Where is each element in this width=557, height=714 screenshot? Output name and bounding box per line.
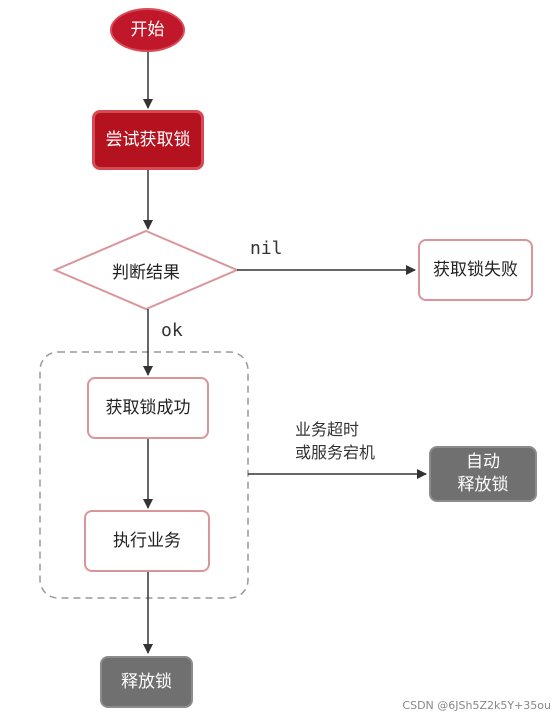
judge-label: 判断结果 (112, 262, 180, 283)
auto-release-label-line1: 自动 (466, 452, 500, 472)
decision-diamond (52, 229, 240, 311)
dashed-group-boundary (39, 351, 249, 599)
start-node: 开始 (110, 8, 185, 52)
watermark-text: CSDN @6JSh5Z2k5Y+35ou (402, 699, 551, 712)
ok-edge-label: ok (161, 320, 183, 341)
nil-edge-label: nil (250, 238, 283, 259)
try-lock-node: 尝试获取锁 (92, 110, 204, 170)
try-lock-label: 尝试获取锁 (105, 130, 191, 150)
fail-node: 获取锁失败 (418, 239, 533, 301)
timeout-label-line1: 业务超时 (295, 420, 360, 439)
release-node: 释放锁 (100, 656, 193, 708)
success-label: 获取锁成功 (105, 398, 191, 418)
timeout-edge-label: 业务超时 或服务宕机 (295, 418, 415, 464)
execute-label: 执行业务 (113, 531, 181, 551)
start-label: 开始 (130, 20, 165, 40)
timeout-label-line2: 或服务宕机 (295, 443, 376, 462)
fail-label: 获取锁失败 (433, 260, 518, 280)
release-label: 释放锁 (121, 672, 172, 692)
execute-node: 执行业务 (84, 510, 210, 572)
auto-release-node: 自动 释放锁 (429, 446, 537, 502)
success-node: 获取锁成功 (87, 377, 209, 439)
auto-release-label-line2: 释放锁 (457, 475, 509, 495)
